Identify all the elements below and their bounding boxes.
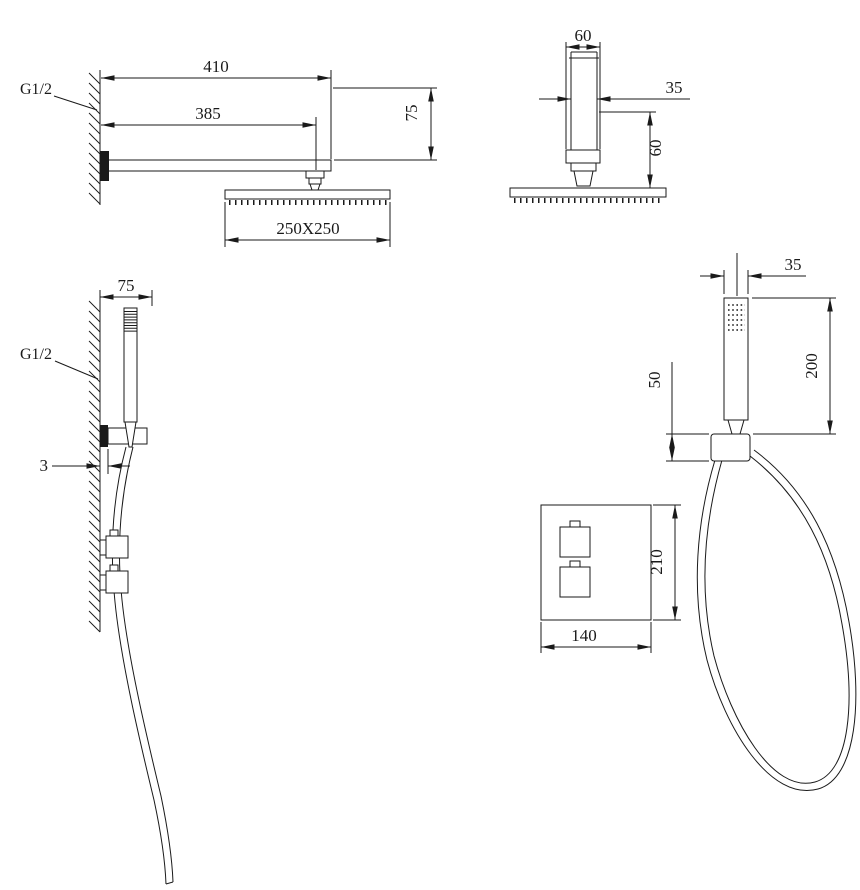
inlet-thread-label: G1/2 (20, 346, 52, 363)
dimension-75-offset: 75 (100, 276, 153, 306)
dimension-60-top: 60 (565, 26, 601, 149)
hand-shower-front-view: 35 200 (540, 253, 857, 791)
dimension-210: 210 (647, 504, 681, 621)
dimension-60-side: 60 (599, 111, 665, 188)
dim-mixer-width-label: 140 (571, 626, 597, 645)
hand-shower-hose (111, 446, 174, 885)
mixer-handle-top (559, 526, 591, 558)
union-nut (565, 149, 601, 187)
arm-connector (305, 170, 325, 191)
mixer-handles-side (99, 529, 129, 594)
rain-shower-front-view: 60 35 60 (509, 26, 690, 203)
inlet-thread-callout: G1/2 (20, 346, 99, 380)
wall-flange (100, 151, 109, 181)
hose-end-cap (165, 881, 174, 885)
handset-front (723, 297, 749, 435)
dimension-385: 385 (101, 104, 317, 170)
dimension-410: 410 (101, 57, 332, 159)
dim-pipe-width-label: 35 (666, 78, 683, 97)
dim-offset-label: 75 (118, 276, 135, 295)
outlet-elbow-holder (710, 433, 751, 462)
dimension-35-pipe: 35 (539, 78, 690, 102)
dimension-35-handset: 35 (700, 255, 806, 294)
dim-mixer-height-label: 210 (647, 549, 666, 575)
handset-cone (727, 419, 745, 435)
dim-holder-height-label: 50 (645, 372, 664, 389)
dim-gap-label: 3 (40, 456, 49, 475)
dim-arm-reach-label: 385 (195, 104, 221, 123)
shower-head-plate-front (509, 187, 667, 203)
hand-shower-side-view: 75 G1/2 3 (20, 276, 174, 885)
inlet-thread-label: G1/2 (20, 81, 52, 98)
mixer-handle-top-tab (569, 520, 581, 528)
dim-top-width-label: 60 (575, 26, 592, 45)
dim-handset-width-label: 35 (785, 255, 802, 274)
shower-arm (100, 159, 332, 172)
shower-head-plate (224, 189, 391, 205)
supply-pipe (569, 51, 599, 150)
dim-connector-height-label: 60 (646, 140, 665, 157)
mixer-valve-front (540, 504, 652, 621)
dim-arm-total-label: 410 (203, 57, 229, 76)
wall-section (88, 290, 101, 633)
dimension-75-drop: 75 (333, 87, 437, 161)
handset-side (123, 307, 138, 448)
inlet-thread-callout: G1/2 (20, 81, 98, 111)
rain-shower-side-view: 410 385 75 250X250 G1/2 (20, 57, 437, 247)
dimension-200: 200 (752, 297, 836, 435)
mixer-handle-bottom-tab (569, 560, 581, 568)
dim-handset-height-label: 200 (802, 353, 821, 379)
dimension-140: 140 (540, 622, 652, 653)
dimension-head-size: 250X250 (224, 202, 391, 247)
spray-face-dots (728, 304, 745, 331)
holder-bracket (100, 425, 148, 447)
mixer-handle-bottom (559, 566, 591, 598)
wall-flange (100, 425, 108, 447)
dim-head-size-label: 250X250 (276, 219, 339, 238)
dimension-50: 50 (645, 362, 709, 462)
handset-cone (124, 421, 137, 448)
wall-section (88, 70, 101, 205)
hose-loop (696, 449, 857, 791)
dimension-3-gap: 3 (40, 449, 130, 475)
dim-drop-label: 75 (402, 105, 421, 122)
